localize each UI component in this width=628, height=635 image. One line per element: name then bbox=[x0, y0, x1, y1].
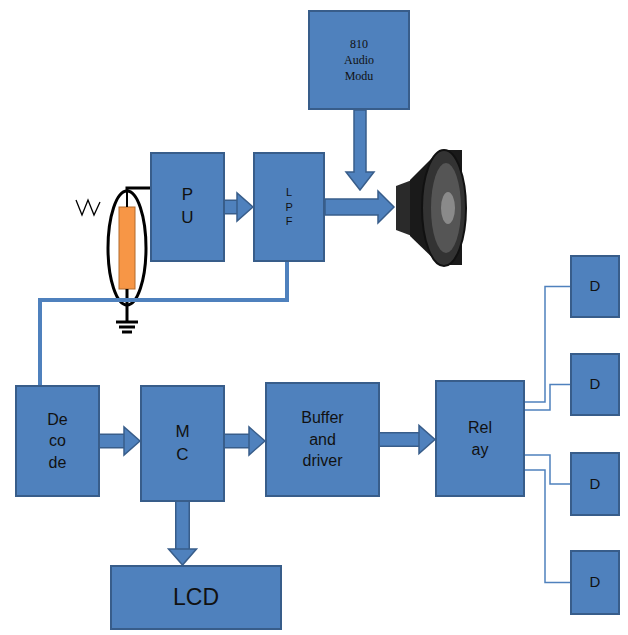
speaker-rim bbox=[422, 150, 466, 266]
sensor-lead bbox=[126, 192, 128, 207]
connector-line bbox=[40, 262, 287, 385]
connector bbox=[525, 470, 570, 583]
block-label: Buffer and driver bbox=[301, 407, 343, 472]
connector bbox=[40, 262, 287, 385]
ground-symbol bbox=[122, 331, 132, 334]
audio-arrow bbox=[346, 110, 374, 190]
arrow-outline bbox=[100, 434, 124, 449]
arrow-outline bbox=[225, 200, 237, 215]
arrow-body bbox=[225, 201, 237, 213]
block-label: P U bbox=[181, 184, 193, 230]
block-label: De co de bbox=[47, 409, 67, 474]
block-box: De co de bbox=[15, 385, 100, 497]
block-box: Rel ay bbox=[435, 380, 525, 497]
block-box: D bbox=[570, 255, 620, 318]
block-label: M C bbox=[175, 421, 189, 467]
arrow-head bbox=[124, 427, 140, 455]
block-box: D bbox=[570, 452, 620, 516]
block-box: LCD bbox=[110, 565, 282, 630]
block-box: M C bbox=[140, 385, 225, 502]
arrow-head bbox=[237, 193, 253, 221]
arrow-head bbox=[419, 426, 435, 454]
sensor-body bbox=[108, 191, 146, 305]
light-rays bbox=[76, 200, 100, 215]
block-box: 810 Audio Modu bbox=[308, 10, 410, 110]
arrow-body bbox=[380, 434, 419, 446]
block-box: D bbox=[570, 550, 620, 615]
speaker-icon bbox=[396, 150, 466, 266]
connector bbox=[380, 426, 435, 454]
arrow-outline bbox=[225, 434, 249, 449]
connector bbox=[525, 385, 570, 411]
arrow-body bbox=[177, 502, 189, 549]
block-label: D bbox=[590, 572, 601, 592]
block-box: D bbox=[570, 353, 620, 416]
block-box: P U bbox=[150, 152, 225, 262]
speaker-arrow bbox=[325, 191, 394, 223]
arrow-head bbox=[169, 549, 197, 565]
block-box: L P F bbox=[253, 152, 325, 262]
connector-line bbox=[525, 385, 570, 411]
connector-line bbox=[525, 470, 570, 583]
ground-symbol bbox=[119, 326, 135, 329]
sensor-element bbox=[119, 207, 135, 289]
connector bbox=[100, 427, 140, 455]
speaker-magnet bbox=[396, 180, 412, 236]
arrow-body bbox=[225, 435, 249, 447]
block-label: D bbox=[590, 374, 601, 394]
speaker-surround bbox=[431, 163, 461, 253]
block-label: D bbox=[590, 276, 601, 296]
connector bbox=[225, 427, 265, 455]
block-label: Rel ay bbox=[468, 417, 492, 460]
block-label: D bbox=[590, 474, 601, 494]
arrow-body bbox=[100, 435, 124, 447]
speaker-dustcap bbox=[441, 192, 455, 224]
arrow-outline bbox=[380, 432, 419, 447]
ground-lead bbox=[126, 289, 129, 322]
arrow-head bbox=[249, 427, 265, 455]
connector bbox=[225, 193, 253, 221]
block-label: L P F bbox=[285, 185, 292, 230]
arrow-outline bbox=[175, 502, 190, 549]
connector bbox=[169, 502, 197, 565]
ldr-sensor bbox=[76, 188, 150, 332]
block-box: Buffer and driver bbox=[265, 382, 380, 497]
ground-symbol bbox=[116, 321, 138, 324]
block-label: LCD bbox=[173, 582, 219, 613]
block-label: 810 Audio Modu bbox=[344, 36, 374, 85]
